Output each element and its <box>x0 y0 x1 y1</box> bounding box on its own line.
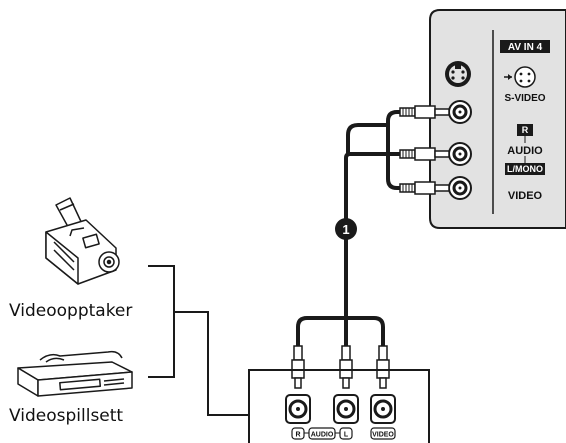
video-label: VIDEO <box>508 190 543 202</box>
audio-l-label: L/MONO <box>507 164 543 174</box>
rca-plug-icon <box>339 345 353 389</box>
audio-r-badge <box>517 124 533 136</box>
rca-plug-icon <box>399 147 450 161</box>
tv-side-plugs <box>399 105 450 195</box>
vcr-icon <box>17 350 133 397</box>
rca-plug-icon <box>291 345 305 389</box>
device-side-plugs <box>291 345 390 389</box>
device-jack-video-icon <box>370 394 396 424</box>
callout-number: 1 <box>342 222 349 237</box>
svideo-socket-icon <box>445 61 471 87</box>
svideo-label: S-VIDEO <box>504 93 545 104</box>
device-bracket <box>148 265 249 416</box>
camcorder-label: Videoopptaker <box>9 301 132 321</box>
vcr-label: Videospillsett <box>9 406 123 426</box>
av-in-label: AV IN 4 <box>508 42 543 53</box>
audio-label: AUDIO <box>507 145 543 157</box>
camcorder-icon <box>45 197 120 285</box>
device-jack-l-icon <box>333 394 359 424</box>
svideo-jack-icon <box>504 66 536 88</box>
rca-plug-icon <box>376 345 390 389</box>
device-jack-r-icon <box>285 394 311 424</box>
tv-rca-jack-l-icon <box>448 142 472 166</box>
callout-badge <box>335 218 357 240</box>
av-in-badge <box>500 40 550 53</box>
device-l-label: L <box>344 432 349 439</box>
av-cable <box>296 110 400 346</box>
device-output-panel <box>248 369 430 443</box>
audio-l-badge <box>505 163 545 175</box>
device-audio-label: AUDIO <box>311 432 334 439</box>
device-video-label: VIDEO <box>372 432 394 439</box>
rca-plug-icon <box>399 105 450 119</box>
tv-rca-jack-video-icon <box>448 176 472 200</box>
rca-plug-icon <box>399 181 450 195</box>
tv-input-panel: AV IN 4 S-VIDEO R AUDIO L/MONO VIDEO <box>429 9 566 229</box>
audio-r-label: R <box>522 125 529 135</box>
tv-rca-jack-r-icon <box>448 100 472 124</box>
device-r-label: R <box>295 432 300 439</box>
